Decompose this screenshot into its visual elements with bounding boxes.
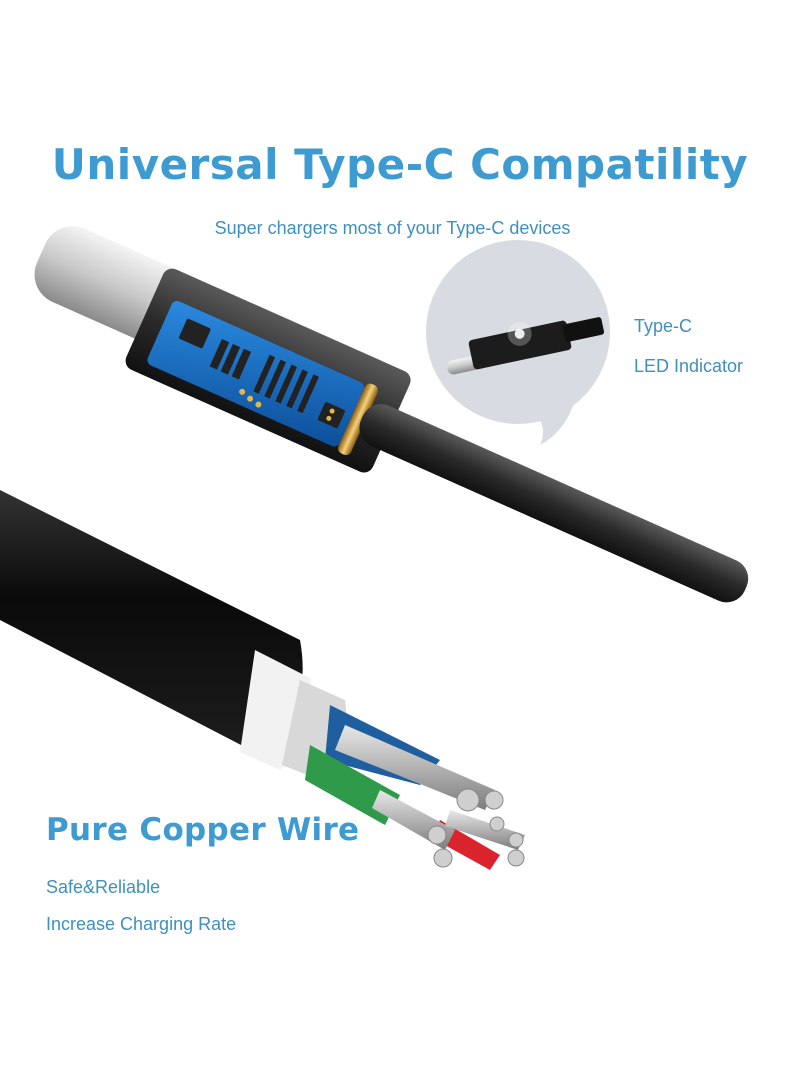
callout-label-led: LED Indicator — [634, 356, 744, 376]
feature-point-safe: Safe&Reliable — [46, 877, 161, 897]
feature-point-rate: Increase Charging Rate — [46, 914, 237, 934]
feature-title: Pure Copper Wire — [46, 812, 360, 848]
copper-wire-illustration — [0, 490, 525, 870]
typec-connector-illustration — [34, 226, 749, 603]
page-title: Universal Type-C Compatility — [51, 140, 749, 189]
callout-label-typec: Type-C — [634, 316, 693, 336]
page-subtitle: Super chargers most of your Type-C devic… — [214, 218, 571, 238]
callout-bubble — [426, 240, 610, 445]
